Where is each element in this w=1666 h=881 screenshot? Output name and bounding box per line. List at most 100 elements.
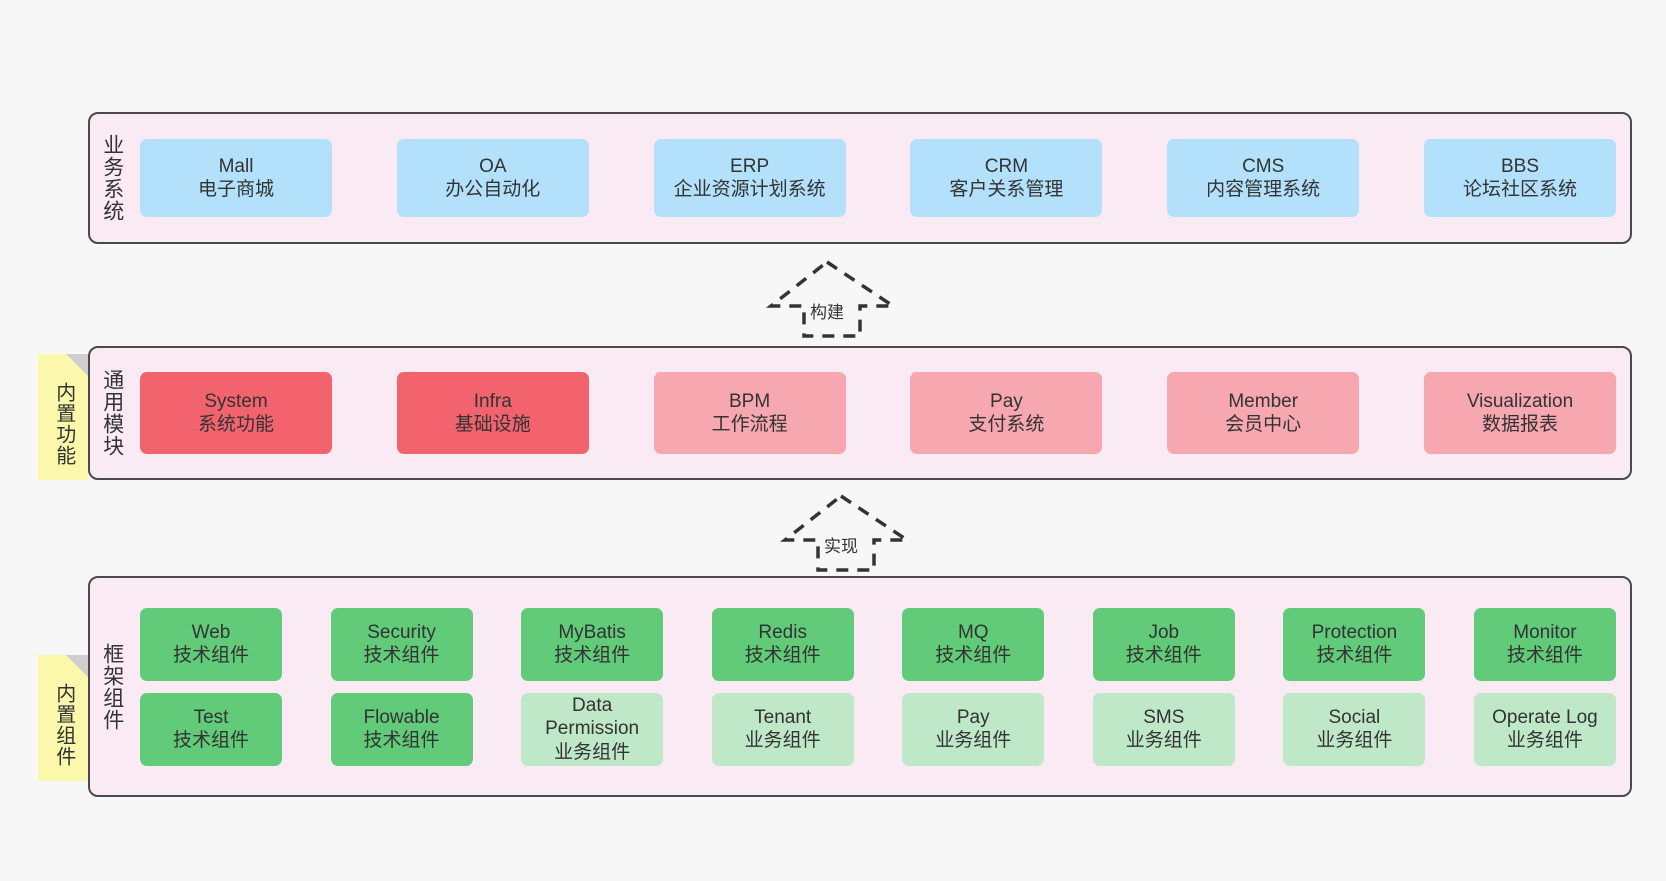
card-web-cn: 技术组件 [172, 645, 249, 666]
card-tenant[interactable]: Tenant 业务组件 [711, 692, 854, 766]
card-mq-cn: 技术组件 [935, 645, 1012, 666]
card-protection[interactable]: Protection 技术组件 [1283, 607, 1426, 681]
note-builtin-features-label: 内置功能 [52, 382, 75, 466]
card-member-en: Member [1228, 390, 1299, 412]
card-sms-en: SMS [1143, 706, 1185, 728]
card-web-en: Web [191, 621, 231, 643]
card-social-en: Social [1328, 706, 1381, 728]
card-sms-cn: 业务组件 [1125, 730, 1202, 751]
layer-title-framework-components: 框架组件 [100, 642, 124, 731]
layer-business-systems: 业务系统 Mall 电子商城 OA 办公自动化 ERP 企业资源计划系统 CRM… [88, 112, 1632, 244]
card-operate-log[interactable]: Operate Log 业务组件 [1473, 692, 1616, 766]
card-pay-component-cn: 业务组件 [935, 730, 1012, 751]
card-cms[interactable]: CMS 内容管理系统 [1167, 139, 1360, 217]
card-bpm-en: BPM [729, 390, 771, 412]
card-mall-en: Mall [218, 155, 254, 177]
build-arrow-label: 构建 [810, 303, 844, 322]
card-pay-module-en: Pay [990, 390, 1023, 412]
card-visualization-en: Visualization [1466, 390, 1574, 412]
card-pay-module-cn: 支付系统 [968, 414, 1045, 435]
card-redis-cn: 技术组件 [744, 645, 821, 666]
card-monitor[interactable]: Monitor 技术组件 [1473, 607, 1616, 681]
card-test[interactable]: Test 技术组件 [140, 692, 282, 766]
card-mybatis[interactable]: MyBatis 技术组件 [521, 607, 664, 681]
card-mq-en: MQ [957, 621, 989, 643]
card-mq[interactable]: MQ 技术组件 [902, 607, 1045, 681]
note-builtin-components: 内置组件 [38, 655, 88, 781]
card-bbs-cn: 论坛社区系统 [1462, 179, 1577, 200]
card-job-en: Job [1148, 621, 1180, 643]
card-erp[interactable]: ERP 企业资源计划系统 [653, 139, 846, 217]
business-systems-card-row: Mall 电子商城 OA 办公自动化 ERP 企业资源计划系统 CRM 客户关系… [134, 114, 1630, 242]
card-pay-module[interactable]: Pay 支付系统 [910, 372, 1103, 454]
card-data-permission-cn: 业务组件 [554, 741, 631, 763]
card-crm[interactable]: CRM 客户关系管理 [910, 139, 1103, 217]
card-operate-log-en: Operate Log [1492, 706, 1598, 728]
card-infra[interactable]: Infra 基础设施 [396, 372, 589, 454]
card-data-permission-en: Data Permission [545, 695, 640, 740]
framework-row-business: Test 技术组件 Flowable 技术组件 Data Permission … [140, 692, 1616, 766]
card-test-en: Test [193, 706, 229, 728]
card-system[interactable]: System 系统功能 [140, 372, 332, 454]
card-oa[interactable]: OA 办公自动化 [396, 139, 589, 217]
card-job[interactable]: Job 技术组件 [1092, 607, 1235, 681]
card-mall[interactable]: Mall 电子商城 [140, 139, 332, 217]
card-mybatis-en: MyBatis [558, 621, 626, 643]
card-security-en: Security [367, 621, 436, 643]
card-protection-en: Protection [1311, 621, 1398, 643]
card-oa-en: OA [479, 155, 507, 177]
card-tenant-en: Tenant [754, 706, 812, 728]
card-data-permission[interactable]: Data Permission 业务组件 [521, 692, 664, 766]
card-infra-cn: 基础设施 [454, 414, 531, 435]
card-tenant-cn: 业务组件 [744, 730, 821, 751]
card-flowable[interactable]: Flowable 技术组件 [330, 692, 473, 766]
card-redis[interactable]: Redis 技术组件 [711, 607, 854, 681]
common-modules-card-row: System 系统功能 Infra 基础设施 BPM 工作流程 Pay 支付系统… [134, 348, 1630, 478]
card-security-cn: 技术组件 [363, 645, 440, 666]
layer-common-modules: 通用模块 System 系统功能 Infra 基础设施 BPM 工作流程 Pay… [88, 346, 1632, 480]
card-cms-cn: 内容管理系统 [1206, 179, 1321, 200]
card-pay-component-en: Pay [956, 706, 990, 728]
card-job-cn: 技术组件 [1125, 645, 1202, 666]
card-monitor-cn: 技术组件 [1506, 645, 1583, 666]
card-sms[interactable]: SMS 业务组件 [1092, 692, 1235, 766]
card-flowable-cn: 技术组件 [363, 730, 440, 751]
card-member-cn: 会员中心 [1225, 414, 1302, 435]
card-web[interactable]: Web 技术组件 [140, 607, 282, 681]
card-pay-component[interactable]: Pay 业务组件 [902, 692, 1045, 766]
card-operate-log-cn: 业务组件 [1506, 730, 1583, 751]
card-system-en: System [204, 390, 268, 412]
card-oa-cn: 办公自动化 [445, 179, 541, 200]
card-mall-cn: 电子商城 [197, 179, 274, 200]
card-redis-en: Redis [758, 621, 807, 643]
card-erp-cn: 企业资源计划系统 [673, 179, 826, 200]
card-social[interactable]: Social 业务组件 [1283, 692, 1426, 766]
note-builtin-features: 内置功能 [38, 354, 88, 480]
build-arrow: 构建 [757, 258, 897, 340]
card-system-cn: 系统功能 [197, 414, 274, 435]
card-protection-cn: 技术组件 [1316, 645, 1393, 666]
card-mybatis-cn: 技术组件 [554, 645, 631, 666]
card-crm-en: CRM [984, 155, 1029, 177]
card-bpm[interactable]: BPM 工作流程 [653, 372, 846, 454]
implement-arrow-label: 实现 [824, 537, 858, 556]
card-visualization-cn: 数据报表 [1481, 414, 1558, 435]
implement-arrow: 实现 [771, 492, 911, 574]
layer-framework-components: 框架组件 Web 技术组件 Security 技术组件 MyBatis 技术组件… [88, 576, 1632, 797]
card-crm-cn: 客户关系管理 [949, 179, 1064, 200]
card-erp-en: ERP [730, 155, 770, 177]
card-infra-en: Infra [473, 390, 512, 412]
framework-components-rows: Web 技术组件 Security 技术组件 MyBatis 技术组件 Redi… [134, 578, 1630, 795]
layer-title-business-systems: 业务系统 [100, 134, 124, 222]
card-member[interactable]: Member 会员中心 [1167, 372, 1360, 454]
card-security[interactable]: Security 技术组件 [330, 607, 473, 681]
card-bbs[interactable]: BBS 论坛社区系统 [1423, 139, 1616, 217]
note-builtin-components-label: 内置组件 [52, 683, 75, 767]
card-flowable-en: Flowable [363, 706, 440, 728]
card-visualization[interactable]: Visualization 数据报表 [1423, 372, 1616, 454]
card-cms-en: CMS [1242, 155, 1285, 177]
card-test-cn: 技术组件 [172, 730, 249, 751]
card-monitor-en: Monitor [1513, 621, 1577, 643]
card-bpm-cn: 工作流程 [711, 414, 788, 435]
